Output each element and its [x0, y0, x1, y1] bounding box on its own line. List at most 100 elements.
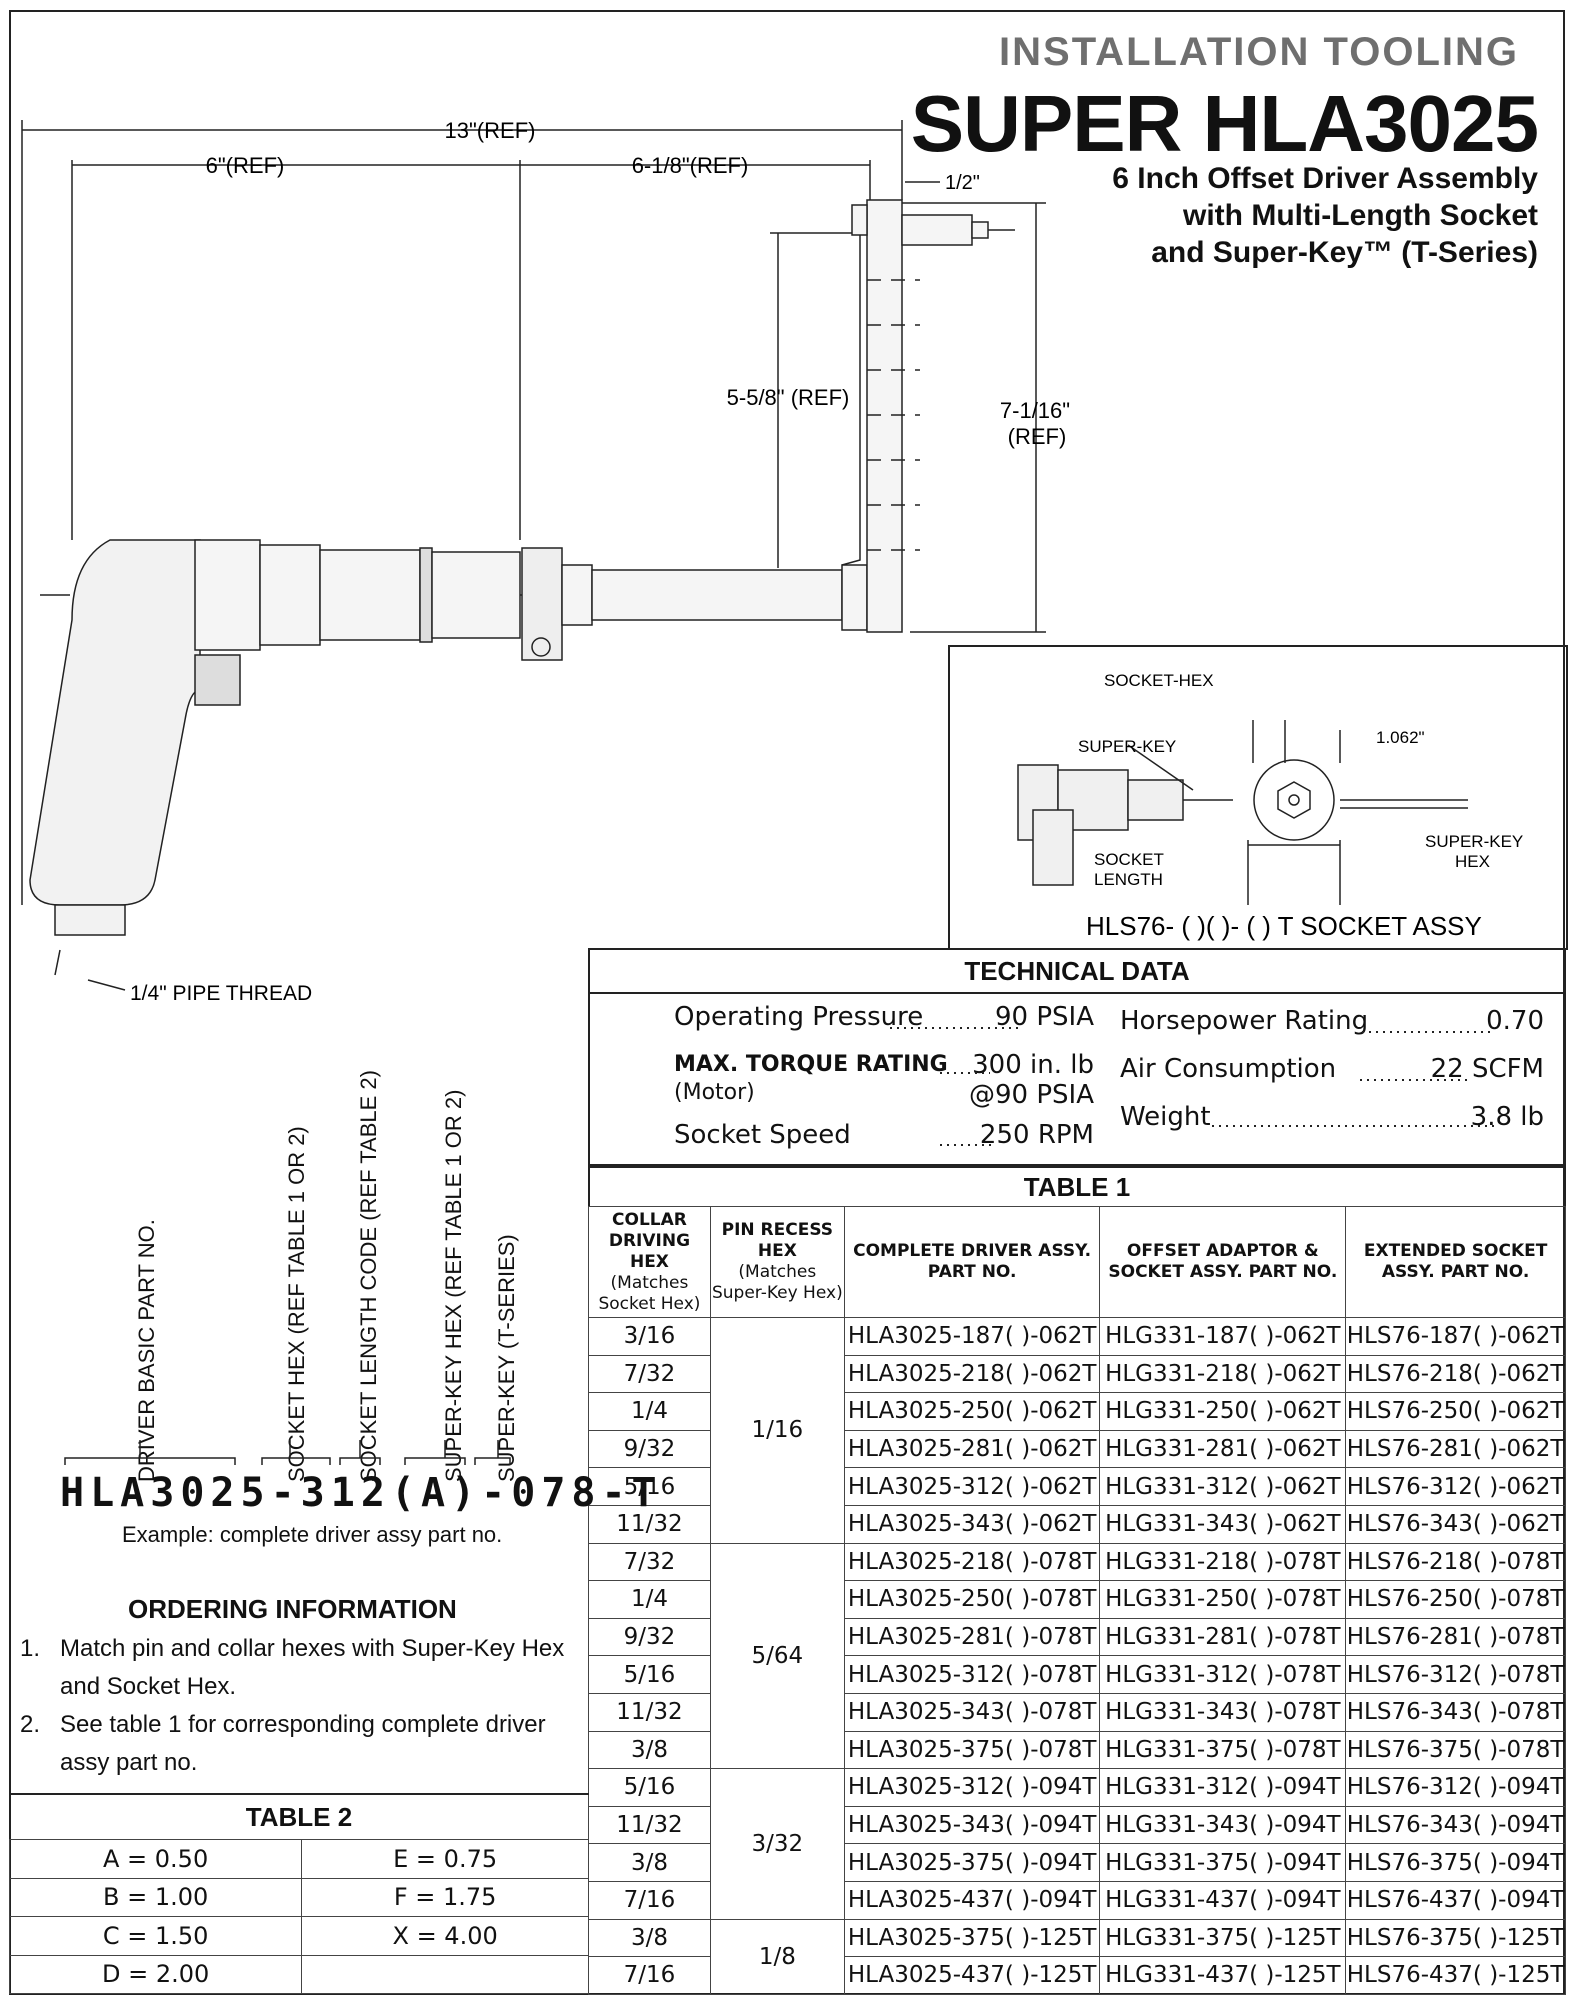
- offset-adaptor-cell: HLG331-343( )-062T: [1099, 1504, 1347, 1544]
- driver-assy-cell: HLA3025-281( )-062T: [843, 1429, 1101, 1469]
- subtitle-line: with Multi-Length Socket: [1183, 199, 1538, 232]
- header-offset-adaptor: OFFSET ADAPTOR & SOCKET ASSY. PART NO.: [1099, 1206, 1347, 1318]
- collar-hex-cell: 9/32: [588, 1617, 711, 1657]
- air-consumption-row: Air Consumption 22 SCFM: [1120, 1054, 1544, 1086]
- driver-assy-cell: HLA3025-218( )-062T: [843, 1354, 1101, 1394]
- offset-adaptor-cell: HLG331-281( )-078T: [1099, 1617, 1347, 1657]
- driver-assy-cell: HLA3025-250( )-062T: [843, 1392, 1101, 1431]
- offset-adaptor-cell: HLG331-375( )-094T: [1099, 1843, 1347, 1882]
- driver-assy-cell: HLA3025-343( )-078T: [843, 1692, 1101, 1732]
- socket-hex-label: SOCKET-HEX: [1104, 671, 1214, 690]
- horsepower-value: 0.70: [1486, 1006, 1544, 1036]
- extended-socket-cell: HLS76-281( )-062T: [1345, 1429, 1566, 1469]
- extended-socket-cell: HLS76-375( )-078T: [1345, 1730, 1566, 1770]
- dim-height-inner: 5-5/8" (REF): [727, 385, 850, 410]
- socket-speed-row: Socket Speed 250 RPM: [674, 1120, 1094, 1152]
- driver-assy-cell: HLA3025-312( )-078T: [843, 1655, 1101, 1694]
- socket-length-label-2: LENGTH: [1094, 870, 1163, 889]
- offset-adaptor-cell: HLG331-437( )-094T: [1099, 1880, 1347, 1920]
- driver-assy-cell: HLA3025-187( )-062T: [843, 1317, 1101, 1356]
- motor-label: (Motor): [674, 1080, 755, 1105]
- horsepower-label: Horsepower Rating: [1120, 1006, 1369, 1036]
- offset-adaptor-cell: HLG331-218( )-078T: [1099, 1542, 1347, 1582]
- offset-adaptor-cell: HLG331-343( )-078T: [1099, 1692, 1347, 1732]
- driver-assy-cell: HLA3025-312( )-094T: [843, 1768, 1101, 1807]
- collar-hex-cell: 11/32: [588, 1805, 711, 1845]
- table-1: TABLE 1 COLLAR DRIVING HEX(Matches Socke…: [588, 1166, 1566, 1995]
- extended-socket-cell: HLS76-375( )-125T: [1345, 1918, 1566, 1958]
- header-pin-hex: PIN RECESS HEX(Matches Super-Key Hex): [709, 1206, 845, 1318]
- extended-socket-cell: HLS76-312( )-062T: [1345, 1467, 1566, 1506]
- extended-socket-cell: HLS76-187( )-062T: [1345, 1317, 1566, 1356]
- driver-assy-cell: HLA3025-343( )-062T: [843, 1504, 1101, 1544]
- dim-left: 6"(REF): [206, 153, 285, 178]
- super-key-hex-label-2: HEX: [1455, 852, 1490, 871]
- socket-speed-value: 250 RPM: [979, 1120, 1094, 1150]
- socket-assy-caption: HLS76- ( )( )- ( ) T SOCKET ASSY: [1086, 911, 1482, 941]
- ordering-item: 2. See table 1 for corresponding complet…: [20, 1711, 546, 1776]
- extended-socket-cell: HLS76-218( )-062T: [1345, 1354, 1566, 1394]
- offset-adaptor-cell: HLG331-187( )-062T: [1099, 1317, 1347, 1356]
- driver-assy-cell: HLA3025-375( )-125T: [843, 1918, 1101, 1958]
- technical-data: TECHNICAL DATA Operating Pressure 90 PSI…: [588, 948, 1566, 1166]
- motor-row: (Motor) @90 PSIA: [674, 1080, 1094, 1112]
- torque-row: MAX. TORQUE RATING 300 in. lb: [674, 1050, 1094, 1082]
- extended-socket-cell: HLS76-437( )-125T: [1345, 1956, 1566, 1995]
- super-key-label: SUPER-KEY: [1078, 737, 1176, 756]
- offset-adaptor-cell: HLG331-375( )-125T: [1099, 1918, 1347, 1958]
- extended-socket-cell: HLS76-312( )-078T: [1345, 1655, 1566, 1694]
- offset-adaptor-cell: HLG331-375( )-078T: [1099, 1730, 1347, 1770]
- collar-hex-cell: 3/8: [588, 1730, 711, 1770]
- ordering-item: 1. Match pin and collar hexes with Super…: [20, 1635, 565, 1700]
- table-1-title: TABLE 1: [588, 1166, 1566, 1206]
- extended-socket-cell: HLS76-250( )-062T: [1345, 1392, 1566, 1431]
- offset-adaptor-cell: HLG331-343( )-094T: [1099, 1805, 1347, 1845]
- pin-hex-cell: 5/64: [709, 1542, 845, 1770]
- extended-socket-cell: HLS76-343( )-062T: [1345, 1504, 1566, 1544]
- torque-value: 300 in. lb: [972, 1050, 1094, 1080]
- collar-hex-cell: 5/16: [588, 1655, 711, 1694]
- extended-socket-cell: HLS76-312( )-094T: [1345, 1768, 1566, 1807]
- motor-value: @90 PSIA: [969, 1080, 1094, 1110]
- air-consumption-label: Air Consumption: [1120, 1054, 1337, 1084]
- offset-adaptor-cell: HLG331-250( )-062T: [1099, 1392, 1347, 1431]
- dim-height-outer: 7-1/16": [1000, 398, 1070, 423]
- offset-adaptor-cell: HLG331-250( )-078T: [1099, 1580, 1347, 1619]
- offset-adaptor-cell: HLG331-437( )-125T: [1099, 1956, 1347, 1995]
- part-code-brackets: [64, 1440, 511, 1465]
- ordering-title: ORDERING INFORMATION: [128, 1594, 457, 1624]
- collar-hex-cell: 1/4: [588, 1392, 711, 1431]
- header-extended-socket: EXTENDED SOCKET ASSY. PART NO.: [1345, 1206, 1566, 1318]
- collar-hex-cell: 3/8: [588, 1918, 711, 1958]
- collar-hex-cell: 3/16: [588, 1317, 711, 1356]
- operating-pressure-row: Operating Pressure 90 PSIA: [674, 1002, 1094, 1034]
- subtitle: 6 Inch Offset Driver Assembly with Multi…: [1112, 160, 1538, 271]
- driver-assy-cell: HLA3025-281( )-078T: [843, 1617, 1101, 1657]
- offset-adaptor-cell: HLG331-312( )-078T: [1099, 1655, 1347, 1694]
- operating-pressure-label: Operating Pressure: [674, 1002, 924, 1032]
- collar-hex-cell: 7/16: [588, 1956, 711, 1995]
- label-socket-hex: SOCKET HEX (REF TABLE 1 OR 2): [284, 1126, 309, 1482]
- detail-dimension: 1.062": [1376, 728, 1425, 747]
- socket-speed-label: Socket Speed: [674, 1120, 851, 1150]
- socket-length-label: SOCKET: [1094, 850, 1164, 869]
- driver-assy-cell: HLA3025-437( )-094T: [843, 1880, 1101, 1920]
- subtitle-line: and Super-Key™ (T-Series): [1151, 236, 1538, 269]
- air-consumption-value: 22 SCFM: [1430, 1054, 1544, 1084]
- extended-socket-cell: HLS76-281( )-078T: [1345, 1617, 1566, 1657]
- offset-adaptor-cell: HLG331-281( )-062T: [1099, 1429, 1347, 1469]
- dim-overall: 13"(REF): [445, 118, 536, 143]
